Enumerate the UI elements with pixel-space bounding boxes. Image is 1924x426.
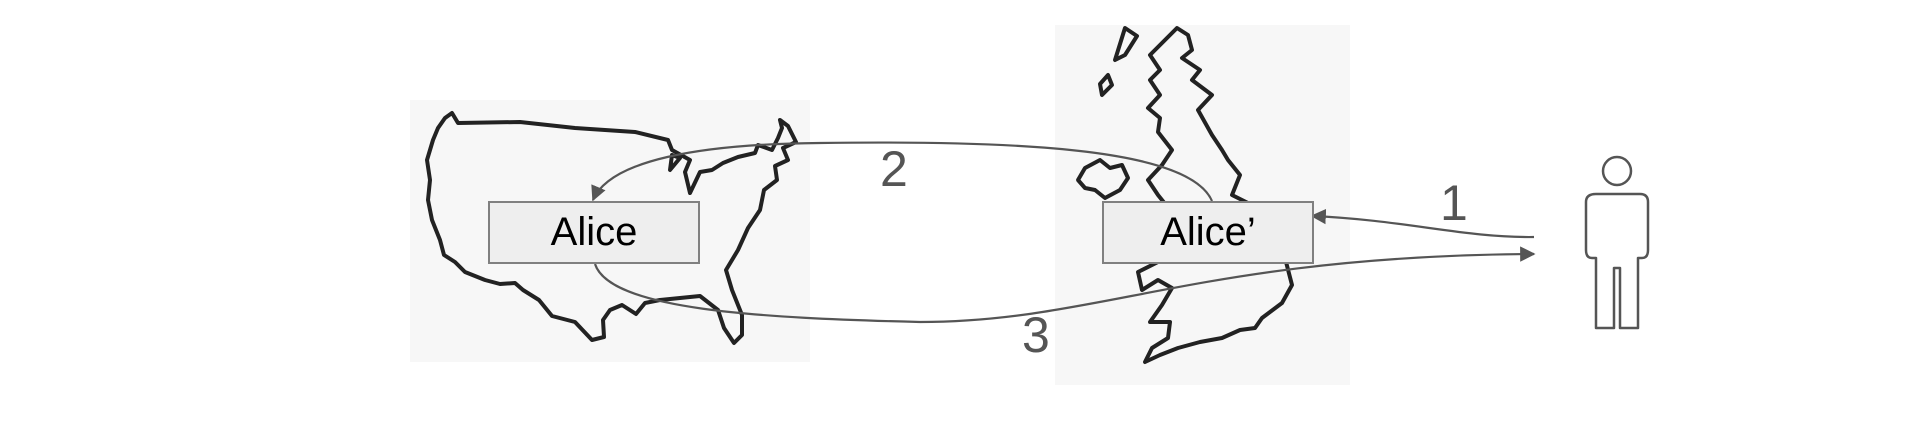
alice-us-label: Alice [550,210,638,254]
uk-outline-map-icon [1076,26,1294,364]
arrow-step-1 [1310,208,1535,239]
alice-uk-box: Alice’ [1102,201,1314,264]
person-outline-icon [1584,155,1650,330]
usa-outline-map-icon [425,111,798,345]
step-label-1: 1 [1440,175,1468,231]
alice-uk-label: Alice’ [1160,210,1256,254]
alice-us-box: Alice [488,201,700,264]
step-label-2: 2 [880,141,908,197]
step-label-3: 3 [1022,307,1050,363]
arrow-step-3 [593,246,1536,324]
arrow-step-2 [591,141,1214,202]
